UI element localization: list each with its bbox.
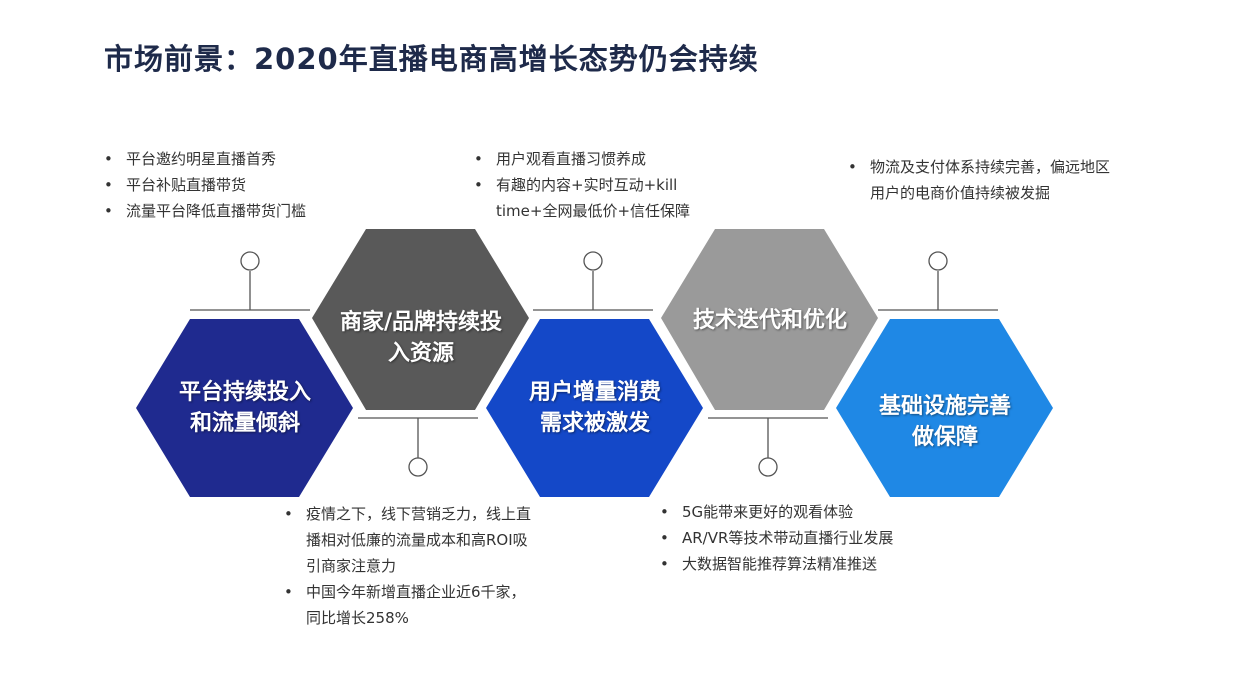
list-item: 疫情之下，线下营销乏力，线上直播相对低廉的流量成本和高ROI吸引商家注意力 [284,501,536,579]
hexagon-label-line: 商家/品牌持续投 [339,310,503,335]
hexagon-label-line: 用户增量消费 [528,380,661,405]
hexagon-label-user: 用户增量消费 需求被激发 [490,370,700,446]
list-item: 平台补贴直播带货 [104,172,364,198]
hexagon-label-merchant: 商家/品牌持续投 入资源 [312,300,530,376]
list-item: 物流及支付体系持续完善，偏远地区用户的电商价值持续被发掘 [848,154,1123,206]
hexagon-label-line: 入资源 [387,341,454,366]
connector-node [408,457,428,477]
hexagon-label-tech: 技术迭代和优化 [660,302,880,338]
connector-node [758,457,778,477]
hexagon-label-line: 做保障 [911,425,978,450]
page-title: 市场前景：2020年直播电商高增长态势仍会持续 [104,42,759,76]
list-item: 中国今年新增直播企业近6千家，同比增长258% [284,579,536,631]
platform-notes: 平台邀约明星直播首秀 平台补贴直播带货 流量平台降低直播带货门槛 [104,146,364,224]
hexagon-platform [136,319,353,497]
list-item: 有趣的内容+实时互动+kill time+全网最低价+信任保障 [474,172,724,224]
connector-node [240,251,260,271]
hexagon-label-line: 技术迭代和优化 [692,307,847,333]
list-item: 流量平台降低直播带货门槛 [104,198,364,224]
hexagon-user [486,319,703,497]
connectors [190,251,998,477]
hexagon-merchant [312,229,529,410]
hexagon-label-platform: 平台持续投入 和流量倾斜 [140,370,350,446]
list-item: AR/VR等技术带动直播行业发展 [660,525,960,551]
list-item: 用户观看直播习惯养成 [474,146,724,172]
hexagon-tech [661,229,878,410]
hexagon-label-line: 基础设施完善 [878,394,1011,419]
connector-node [583,251,603,271]
list-item: 大数据智能推荐算法精准推送 [660,551,960,577]
hexagon-label-line: 和流量倾斜 [189,411,300,436]
infra-notes: 物流及支付体系持续完善，偏远地区用户的电商价值持续被发掘 [848,154,1123,206]
merchant-notes: 疫情之下，线下营销乏力，线上直播相对低廉的流量成本和高ROI吸引商家注意力 中国… [284,501,536,631]
hexagon-label-line: 平台持续投入 [178,380,311,405]
hexagon-infra [836,319,1053,497]
hexagon-label-line: 需求被激发 [539,411,650,436]
connector-node [928,251,948,271]
user-notes: 用户观看直播习惯养成 有趣的内容+实时互动+kill time+全网最低价+信任… [474,146,724,224]
tech-notes: 5G能带来更好的观看体验 AR/VR等技术带动直播行业发展 大数据智能推荐算法精… [660,499,960,577]
hexagon-label-infra: 基础设施完善 做保障 [840,384,1050,460]
list-item: 5G能带来更好的观看体验 [660,499,960,525]
list-item: 平台邀约明星直播首秀 [104,146,364,172]
